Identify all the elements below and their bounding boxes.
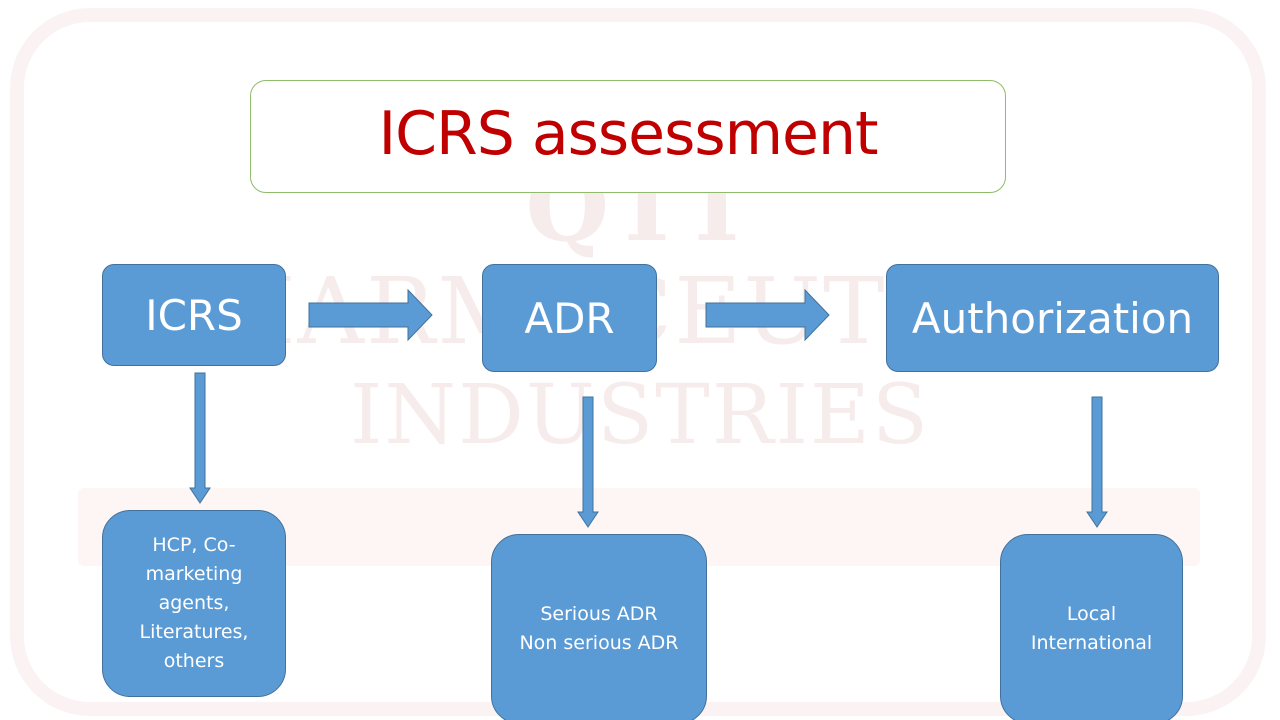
node-icrs-label: ICRS <box>145 290 243 340</box>
detail-icrs-line: Literatures, <box>139 621 249 643</box>
detail-adr-line: Serious ADR <box>540 603 658 625</box>
slide-frame <box>10 8 1266 716</box>
detail-adr-line: Non serious ADR <box>519 632 679 654</box>
node-adr: ADR <box>482 264 657 372</box>
detail-icrs-line: HCP, Co- <box>152 534 236 556</box>
detail-icrs: HCP, Co- marketing agents, Literatures, … <box>102 510 286 697</box>
arrow-adr-to-authorization <box>705 288 830 342</box>
title-box: ICRS assessment ICRS assessment <box>250 80 1006 193</box>
detail-authorization: Local International <box>1000 534 1183 720</box>
arrow-icrs-down <box>189 372 211 504</box>
detail-icrs-line: others <box>163 650 225 672</box>
arrow-adr-down <box>577 396 599 528</box>
detail-icrs-line: marketing <box>145 563 243 585</box>
node-authorization-label: Authorization <box>911 293 1194 343</box>
detail-icrs-line: agents, <box>158 592 230 614</box>
detail-authorization-line: Local <box>1066 603 1117 625</box>
slide-title: ICRS assessment <box>378 99 878 169</box>
node-icrs: ICRS <box>102 264 286 366</box>
node-authorization: Authorization <box>886 264 1219 372</box>
node-adr-label: ADR <box>524 293 615 343</box>
arrow-authorization-down <box>1086 396 1108 528</box>
detail-authorization-line: International <box>1030 632 1153 654</box>
arrow-icrs-to-adr <box>308 288 433 342</box>
detail-adr: Serious ADR Non serious ADR <box>491 534 707 720</box>
